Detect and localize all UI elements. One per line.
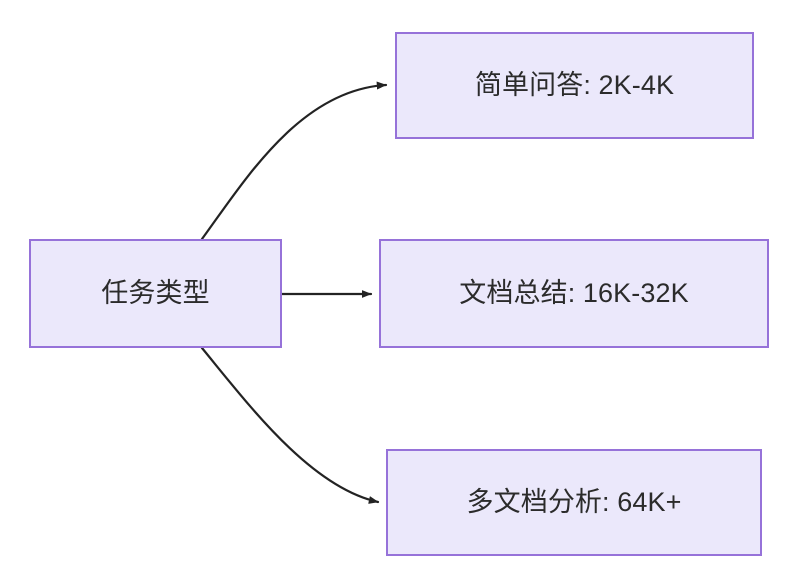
- node-simple-qa-label: 简单问答: 2K-4K: [474, 69, 675, 100]
- node-doc-summary[interactable]: 文档总结: 16K-32K: [379, 239, 769, 348]
- node-multi-doc[interactable]: 多文档分析: 64K+: [386, 449, 762, 556]
- node-doc-summary-label: 文档总结: 16K-32K: [459, 277, 689, 308]
- node-simple-qa[interactable]: 简单问答: 2K-4K: [395, 32, 754, 139]
- edge-source-to-multi-doc: [200, 346, 380, 504]
- node-task-type[interactable]: 任务类型: [29, 239, 282, 348]
- edge-source-to-simple-qa: [200, 81, 388, 241]
- node-multi-doc-label: 多文档分析: 64K+: [466, 486, 682, 517]
- node-task-type-label: 任务类型: [101, 277, 210, 308]
